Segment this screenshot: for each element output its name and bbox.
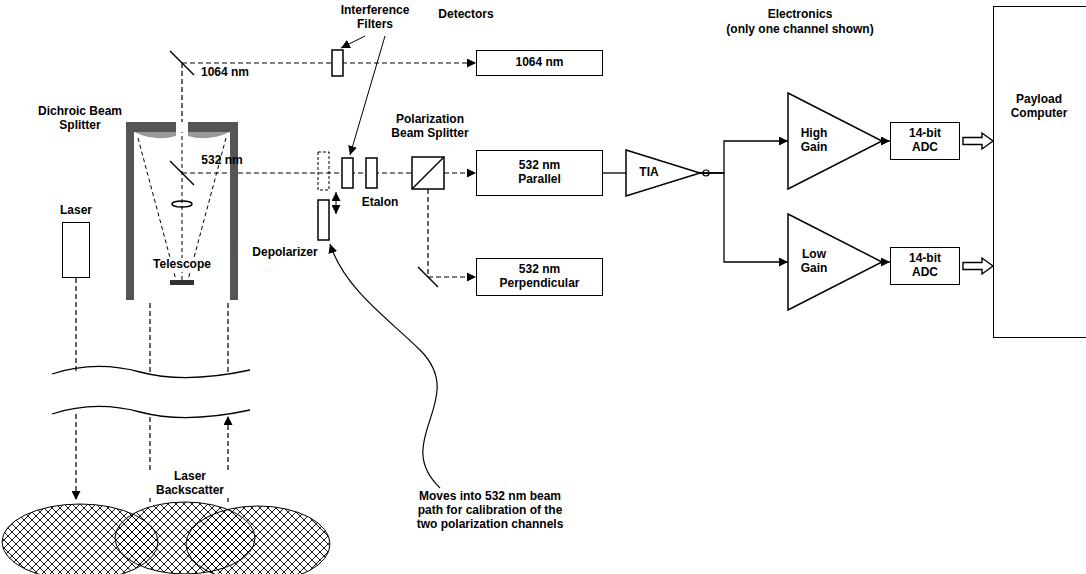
amplifier-triangle: High Gain (788, 93, 882, 189)
node-text: 14-bit ADC (900, 127, 950, 155)
signal-wire (603, 172, 626, 173)
annotation-label: Laser Backscatter (146, 470, 235, 498)
break-marks (52, 366, 250, 417)
node-text: 532 nm Parallel (510, 159, 570, 187)
node-label: 14-bit ADC (900, 252, 950, 280)
node-text: 14-bit ADC (900, 252, 950, 280)
annotation-label: (only one channel shown) (726, 23, 873, 37)
break-line (52, 406, 250, 417)
detector-box: 532 nm Parallel (476, 150, 603, 196)
laser-beam-up (75, 278, 76, 372)
node-label: 1064 nm (485, 56, 595, 70)
node-label: Telescope (151, 258, 213, 272)
secondary-mirror (170, 280, 194, 285)
node-label: 532 nm Parallel (510, 159, 570, 187)
etalon (366, 158, 377, 188)
fold-mirror (418, 267, 438, 287)
telescope-wall (126, 122, 134, 300)
node-label: Payload Computer (1004, 93, 1074, 121)
annotation-label: Interference Filters (330, 4, 420, 32)
triangle-outline (788, 93, 882, 189)
node-text: Telescope (137, 258, 227, 272)
node-text: Payload Computer (1004, 93, 1074, 121)
node-text: High Gain (794, 127, 834, 155)
detector-box: 532 nm Perpendicular (476, 258, 603, 296)
amplifier-triangle: Low Gain (788, 214, 882, 310)
telescope-wall (230, 122, 238, 300)
polarization-cube (412, 157, 444, 189)
triangle-outline (626, 150, 700, 196)
node-label: 532 nm Perpendicular (492, 263, 587, 291)
triangle-outline (788, 214, 882, 310)
beam-532-parallel (444, 172, 476, 173)
depolarizer (318, 200, 329, 240)
beam-532-perp (428, 189, 476, 277)
node-text: Laser (46, 204, 106, 218)
telescope-body (126, 122, 238, 300)
cloud-lobe (186, 506, 330, 574)
annotation-label: Etalon (362, 196, 399, 210)
amplifier-triangle: TIA (626, 150, 700, 196)
annotation-label: Depolarizer (252, 246, 317, 260)
cube-diagonal (412, 157, 444, 189)
annotation-label: Detectors (438, 8, 493, 22)
beam-1064 (182, 62, 476, 63)
break-line (52, 366, 250, 377)
node-text: TIA (634, 166, 664, 180)
depolarizer-in-path (318, 152, 329, 190)
interference-filter (342, 158, 353, 188)
node-label: Low Gain (794, 248, 834, 276)
leader-line (350, 36, 385, 155)
laser-box: Laser (62, 222, 90, 278)
node-label: High Gain (794, 127, 834, 155)
annotation-label: 1064 nm (201, 66, 249, 80)
interference-filter (332, 50, 343, 76)
node-text: Low Gain (794, 248, 834, 276)
optics (170, 36, 709, 488)
laser-beam-down (75, 414, 76, 500)
annotation-label: 532 nm (201, 154, 242, 168)
annotation-label: Electronics (768, 8, 833, 22)
bus-arrow (963, 133, 993, 149)
dichroic-mirror (170, 51, 194, 75)
telescope: Telescope (126, 122, 238, 300)
annotation-label: Moves into 532 nm beam path for calibrat… (415, 490, 565, 531)
annotation-label: Polarization Beam Splitter (382, 113, 478, 141)
cloud (2, 502, 330, 574)
leader-line (341, 36, 365, 48)
callout-arrow (330, 244, 440, 488)
node-text: 1064 nm (485, 56, 595, 70)
bus-arrow (963, 258, 993, 274)
node-text: 532 nm Perpendicular (492, 263, 587, 291)
adc-box: 14-bit ADC (890, 247, 960, 285)
triangle-outline (626, 150, 700, 196)
signal-wire (700, 141, 788, 173)
telescope-body (126, 122, 238, 300)
node-label: Laser (46, 204, 106, 218)
beam-vertical (181, 63, 182, 122)
depolarizer-motion (336, 192, 337, 214)
node-label: 14-bit ADC (900, 127, 950, 155)
node-label: TIA (634, 166, 664, 180)
adc-box: 14-bit ADC (890, 122, 960, 160)
annotation-label: Dichroic Beam Splitter (35, 105, 125, 133)
computer-box: Payload Computer (993, 6, 1086, 338)
detector-box: 1064 nm (476, 50, 603, 76)
signal-wire (700, 173, 788, 262)
return-beam (150, 300, 228, 372)
